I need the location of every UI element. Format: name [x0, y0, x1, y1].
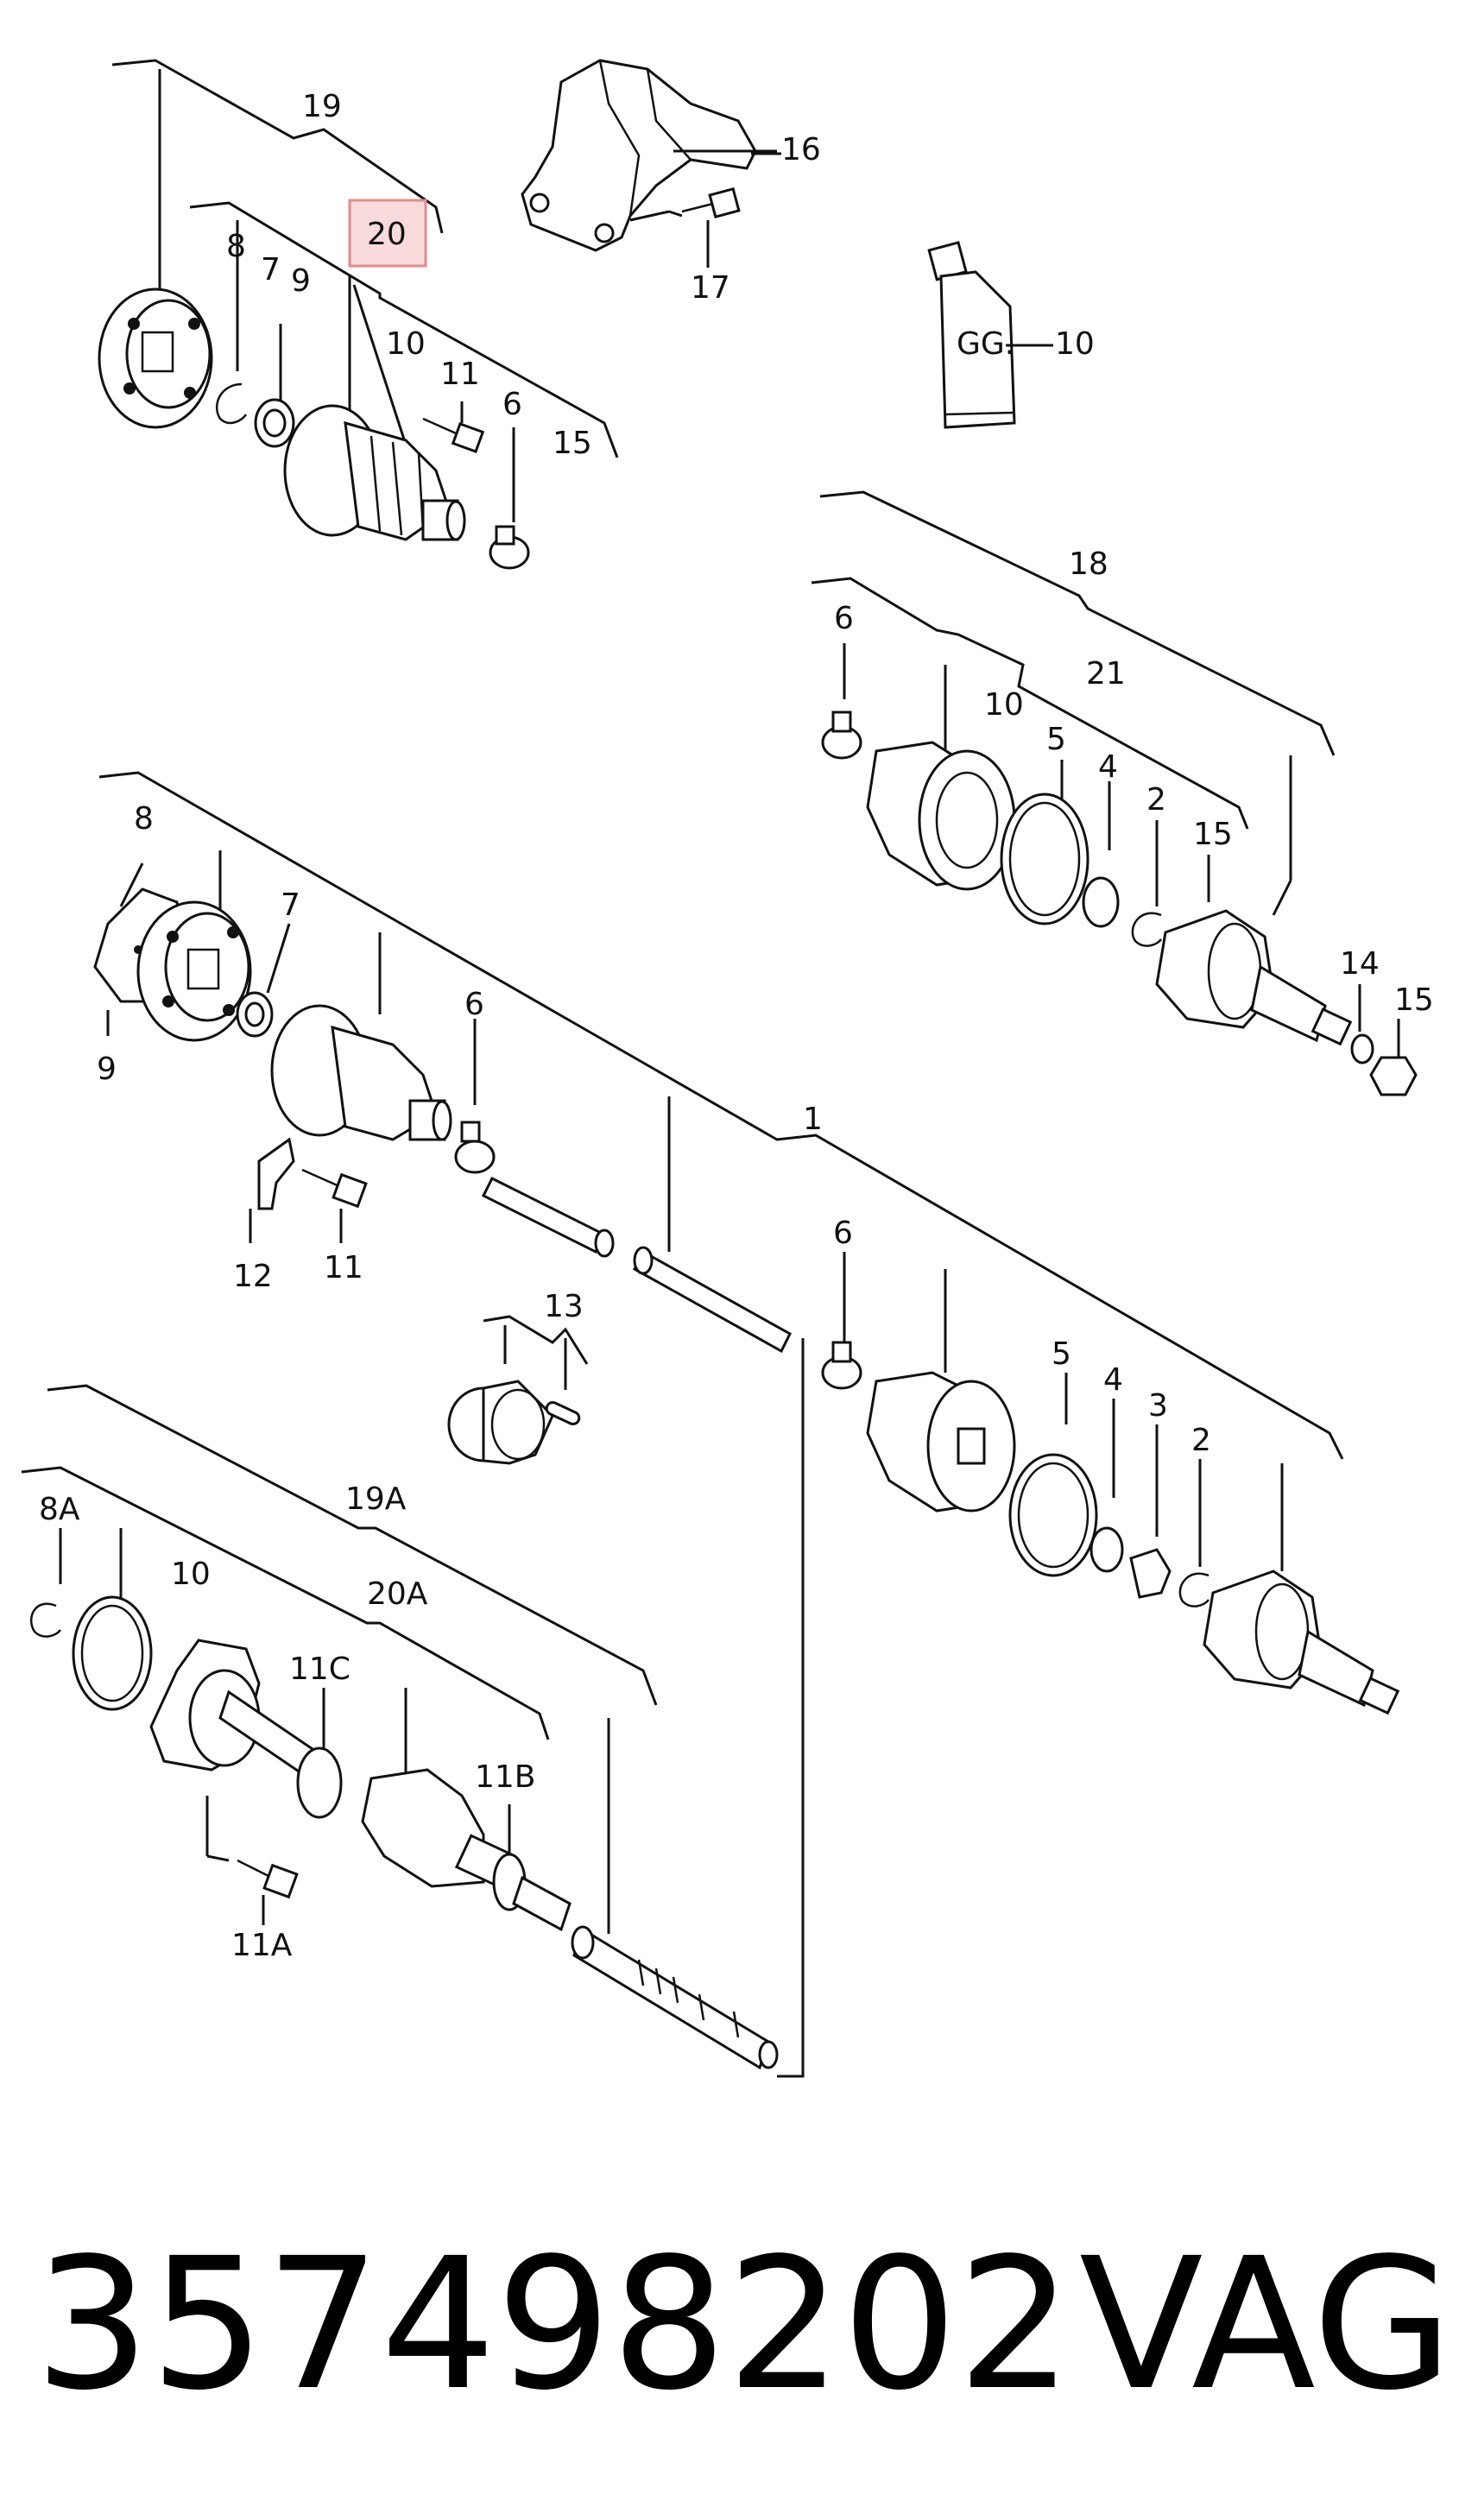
clamp-part-mid [454, 1121, 496, 1174]
callout-label: 6 [834, 601, 854, 636]
output-shaft-part [571, 1925, 779, 2070]
callout-label: 11 [324, 1250, 363, 1285]
grease-tube-part: GG. [927, 241, 1053, 429]
outer-cv-joint-part-low [1203, 1569, 1400, 1715]
inner-tripod-joint-part [149, 1639, 343, 1819]
callout-label: 15 [553, 426, 592, 461]
callout-label: 19A [345, 1481, 407, 1517]
callout-label: 9 [97, 1052, 117, 1087]
callout-label: 9 [291, 263, 311, 299]
highlight-box [348, 199, 427, 268]
circlip-part [215, 382, 248, 425]
callout-label: 10 [171, 1557, 211, 1592]
bolt-17-part [681, 186, 741, 268]
group-main-shaft [93, 771, 1400, 2078]
bracket-part [257, 1137, 295, 1210]
circlip-part-bottom [29, 1602, 62, 1638]
callout-label: 1 [803, 1102, 823, 1137]
callout-label: 11B [475, 1759, 536, 1795]
callout-label: 19 [302, 89, 342, 124]
callout-label: 2 [1191, 1423, 1211, 1458]
brand-label: VAG [1079, 2219, 1453, 2430]
flange-part [98, 287, 213, 429]
clamp-ring-part-low [1008, 1453, 1098, 1577]
outer-cv-joint-part [1155, 909, 1418, 1096]
callout-label: 4 [1098, 749, 1118, 785]
cv-joint-boot-part-mid [270, 1004, 452, 1141]
callout-label: 5 [1052, 1336, 1071, 1372]
callout-label: 16 [781, 132, 821, 167]
clamp-part-low [821, 1341, 862, 1390]
clamp-ring-part-bottom [72, 1595, 153, 1711]
callout-label-highlighted: 20 [367, 217, 407, 252]
callout-label: 10 [386, 326, 426, 362]
callout-label: 5 [1046, 722, 1066, 757]
callout-label: 6 [502, 387, 522, 422]
boot-part-bottom [361, 1768, 572, 1932]
callout-label: 13 [544, 1289, 584, 1324]
callout-labels: 19 20 8 7 9 10 11 6 15 16 17 10 18 6 10 … [39, 89, 1434, 1963]
callout-label: 20A [367, 1576, 428, 1612]
callout-label: 15 [1394, 982, 1434, 1018]
part-number: 357498202 [35, 2219, 1072, 2430]
cv-joint-boot-part [283, 404, 466, 541]
callout-label: 17 [691, 270, 730, 306]
callout-label: 15 [1193, 817, 1233, 852]
circlip-part-right [1131, 912, 1163, 947]
callout-label: 8 [134, 801, 154, 837]
callout-label: 3 [1148, 1388, 1168, 1424]
group-top-left [98, 59, 619, 570]
drive-shaft-part [481, 1176, 607, 1254]
group-bottom-left [21, 1384, 779, 2070]
bolt-part-bottom [237, 1859, 299, 1925]
heat-shield-group [521, 59, 781, 252]
callout-label: 4 [1103, 1362, 1123, 1398]
dish-washer-part-low [1090, 1526, 1124, 1573]
callout-label: 12 [233, 1259, 273, 1294]
callout-label: 11A [231, 1928, 293, 1963]
callout-label: 6 [464, 987, 484, 1022]
flange-part-mid [136, 900, 252, 1042]
callout-label: 10 [984, 687, 1024, 723]
bolt-part-mid [301, 1168, 368, 1243]
callout-label: 11C [289, 1652, 351, 1687]
damper-part [447, 1315, 589, 1465]
group-right [811, 490, 1418, 1096]
dish-washer-part [1082, 876, 1120, 928]
callout-label: 7 [281, 887, 300, 923]
callout-label: 8 [226, 229, 246, 264]
callout-label: 6 [833, 1216, 853, 1251]
callout-label: 7 [261, 252, 281, 287]
callout-label: 10 [1055, 326, 1095, 362]
bolt-part [422, 417, 485, 453]
boot-part-right [866, 741, 1016, 891]
boot-part-low [866, 1371, 1016, 1513]
spacer-part [1129, 1548, 1172, 1599]
clamp-part-right [821, 711, 862, 760]
clamp-ring-part [1000, 793, 1090, 925]
callout-label: 18 [1069, 546, 1108, 582]
callout-label: 21 [1086, 656, 1126, 692]
callout-label: 14 [1340, 946, 1380, 982]
circlip-part-low [1178, 1572, 1210, 1607]
callout-label: 11 [440, 357, 480, 392]
clamp-part [489, 525, 530, 570]
callout-label: 2 [1146, 782, 1166, 818]
grease-tube-marking: GG. [957, 326, 1014, 362]
callout-label: 8A [39, 1492, 80, 1527]
